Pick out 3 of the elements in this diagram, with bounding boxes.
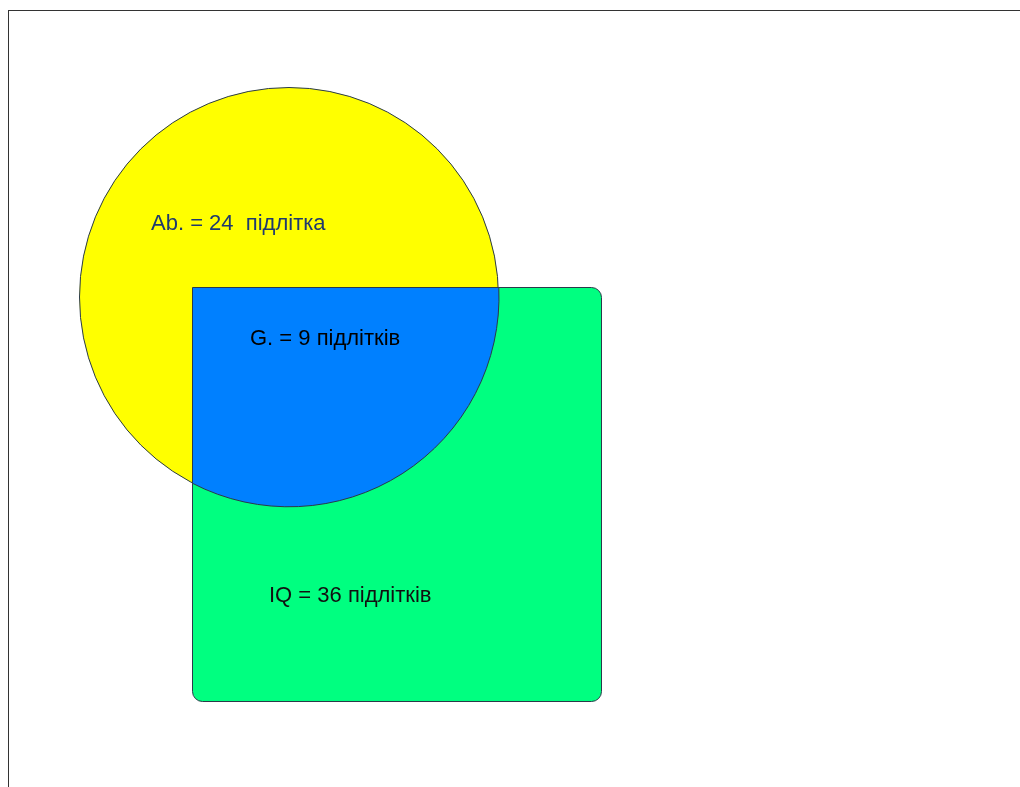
set-label: IQ = 36 підлітків <box>269 584 432 606</box>
set-label: Ab. = 24 підлітка <box>151 212 326 234</box>
set-label: G. = 9 підлітків <box>250 327 401 349</box>
